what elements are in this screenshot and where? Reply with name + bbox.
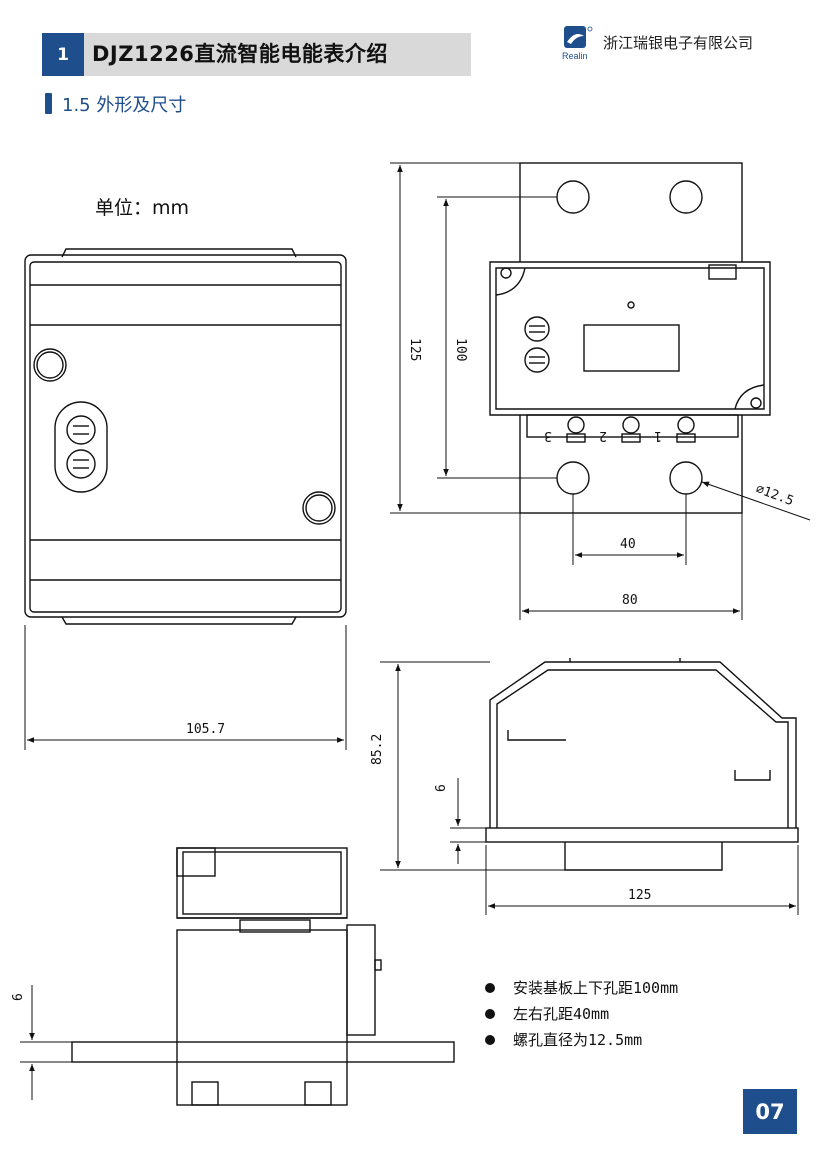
dim-hole-spacing: 40 bbox=[620, 537, 636, 552]
realin-logo: Realin bbox=[562, 26, 593, 61]
front-view bbox=[24, 248, 347, 625]
section-title: DJZ1226直流智能电能表介绍 bbox=[92, 42, 388, 66]
subsection-marker bbox=[45, 93, 52, 114]
logo-text: Realin bbox=[562, 51, 588, 61]
terminal-label-2: 2 bbox=[599, 428, 607, 443]
dim-side-length: 125 bbox=[628, 888, 651, 903]
note-item: 螺孔直径为12.5mm bbox=[485, 1027, 678, 1053]
end-view bbox=[71, 847, 455, 1106]
company-name: 浙江瑞银电子有限公司 bbox=[603, 34, 754, 52]
dim-side-height: 85.2 bbox=[370, 734, 385, 765]
note-item: 安装基板上下孔距100mm bbox=[485, 975, 678, 1001]
dim-top-height-outer: 125 bbox=[407, 338, 422, 361]
section-header: 1 DJZ1226直流智能电能表介绍 bbox=[42, 33, 471, 76]
dim-bottom-base-thickness: 6 bbox=[11, 993, 26, 1001]
notes-list: 安装基板上下孔距100mm 左右孔距40mm 螺孔直径为12.5mm bbox=[485, 975, 678, 1053]
dim-hole-diameter: ∅12.5 bbox=[754, 482, 796, 509]
terminal-label-3: 3 bbox=[544, 428, 552, 443]
top-view bbox=[489, 162, 771, 514]
dim-top-height-holes: 100 bbox=[453, 338, 468, 361]
page-number: 07 bbox=[743, 1089, 797, 1134]
subsection-title: 1.5 外形及尺寸 bbox=[62, 95, 187, 116]
dim-base-width: 80 bbox=[622, 593, 638, 608]
side-view bbox=[485, 658, 799, 871]
unit-label: 单位：mm bbox=[95, 197, 190, 219]
dim-side-base-thickness: 6 bbox=[434, 784, 449, 792]
note-item: 左右孔距40mm bbox=[485, 1001, 678, 1027]
section-number: 1 bbox=[42, 33, 84, 76]
terminal-label-1: 1 bbox=[654, 428, 662, 443]
dim-front-width: 105.7 bbox=[186, 722, 225, 737]
